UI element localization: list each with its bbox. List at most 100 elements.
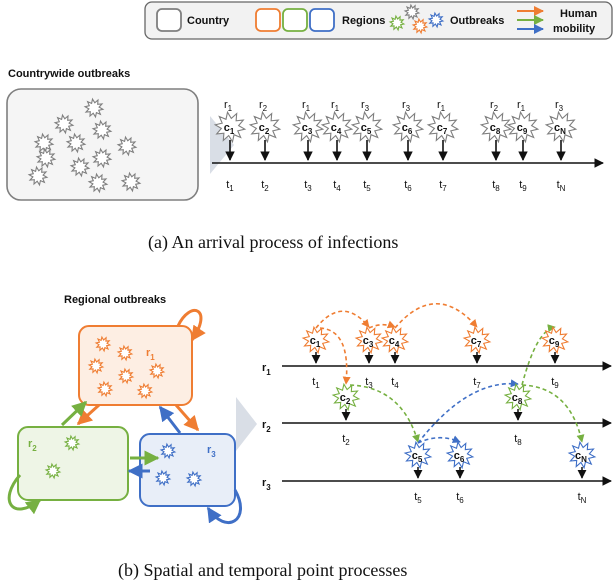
legend-outbreaks-label: Outbreaks	[450, 15, 504, 27]
case-label: c4	[331, 122, 342, 136]
case-label: c7	[471, 335, 482, 349]
panel-a-event: r3 c6 t6	[391, 99, 425, 193]
case-outbreak-icon	[503, 382, 533, 412]
region-label-r2: r2	[28, 438, 37, 453]
event-time-label: t3	[304, 179, 312, 193]
legend-regions-label: Regions	[342, 15, 385, 27]
region3-outbreak-icon	[185, 470, 203, 488]
country-outbreak-icon	[65, 132, 87, 154]
legend: Country Regions Outbreaks Human mobility	[144, 1, 613, 40]
case-label: c7	[437, 122, 448, 136]
event-region-label: r1	[437, 99, 446, 113]
case-outbreak-icon	[540, 325, 570, 355]
event-time-label: t9	[519, 179, 527, 193]
event-region-label: r1	[302, 99, 311, 113]
case-label: c5	[412, 450, 423, 464]
case-outbreak-icon	[403, 440, 433, 470]
panel-b-event: c5 t5	[403, 440, 433, 505]
event-time-label: t3	[365, 376, 373, 390]
event-time-label: t2	[342, 433, 350, 447]
event-time-label: t6	[404, 179, 412, 193]
case-outbreak-icon	[320, 110, 354, 144]
case-outbreak-icon	[567, 440, 597, 470]
self-loop-r2	[7, 474, 42, 515]
legend-region3-swatch	[309, 8, 335, 32]
case-label: c4	[389, 335, 400, 349]
event-time-label: t8	[514, 433, 522, 447]
event-time-label: t7	[473, 376, 481, 390]
timeline-label: r1	[262, 362, 271, 377]
case-label: c3	[363, 335, 374, 349]
region-outbreaks	[44, 335, 203, 488]
case-outbreak-icon	[350, 110, 384, 144]
mobility-r1-to-r2	[76, 403, 101, 426]
influence-arc	[368, 320, 396, 329]
case-outbreak-icon	[506, 110, 540, 144]
panel-a: Countrywide outbreaks r1c1t1r2c2t2r1c3t3…	[6, 68, 604, 253]
case-label: c8	[512, 392, 523, 406]
panel-b-transition-arrow	[236, 397, 257, 451]
event-region-label: r1	[224, 99, 233, 113]
panel-b-title: Regional outbreaks	[64, 294, 166, 306]
event-time-label: t1	[312, 376, 320, 390]
panel-b-influence-arcs	[315, 303, 585, 444]
event-region-label: r3	[361, 99, 370, 113]
case-outbreak-icon	[380, 325, 410, 355]
region2-outbreak-icon	[63, 434, 81, 452]
panel-a-caption: (a) An arrival process of infections	[148, 232, 398, 253]
country-outbreak-icon	[69, 156, 91, 178]
case-outbreak-icon	[248, 110, 282, 144]
country-outbreak-icon	[83, 97, 105, 119]
country-outbreaks	[27, 97, 142, 194]
case-outbreak-icon	[544, 110, 578, 144]
panel-b-event: c3 t3	[354, 325, 384, 390]
region3-outbreak-icon	[154, 469, 172, 487]
influence-arc	[349, 384, 420, 443]
region-box-r3	[139, 433, 236, 507]
legend-region2-swatch	[282, 8, 308, 32]
region1-outbreak-icon	[94, 335, 112, 353]
case-label: c9	[517, 122, 528, 136]
panel-a-transition-arrow	[210, 116, 234, 174]
country-outbreak-icon	[27, 165, 49, 187]
case-label: c1	[224, 122, 235, 136]
legend-region1-swatch	[255, 8, 281, 32]
case-outbreak-icon	[445, 440, 475, 470]
region1-outbreak-icon	[96, 380, 114, 398]
case-label: c8	[490, 122, 501, 136]
influence-arc	[394, 303, 478, 329]
event-time-label: tN	[557, 179, 566, 193]
influence-arc	[417, 435, 461, 444]
legend-outbreak-icons	[388, 3, 445, 35]
outbreak-icon-blue	[427, 11, 445, 29]
case-label: c2	[340, 392, 351, 406]
event-time-label: t5	[363, 179, 371, 193]
panel-b-event: c8 t8	[503, 382, 533, 447]
case-outbreak-icon	[479, 110, 513, 144]
region-label-r1: r1	[146, 347, 155, 362]
influence-arc	[521, 324, 556, 386]
case-outbreak-icon	[462, 325, 492, 355]
case-label: c6	[402, 122, 413, 136]
event-time-label: t5	[414, 491, 422, 505]
event-time-label: t6	[456, 491, 464, 505]
event-time-label: t2	[261, 179, 269, 193]
legend-mobility-line2: mobility	[553, 23, 596, 35]
country-outbreak-icon	[91, 119, 113, 141]
event-region-label: r3	[555, 99, 564, 113]
region2-outbreak-icon	[44, 462, 62, 480]
case-label: cN	[575, 450, 587, 464]
legend-country-label: Country	[187, 15, 230, 27]
event-region-label: r3	[402, 99, 411, 113]
timeline-label: r3	[262, 477, 271, 492]
panel-b-event: c7 t7	[462, 325, 492, 390]
